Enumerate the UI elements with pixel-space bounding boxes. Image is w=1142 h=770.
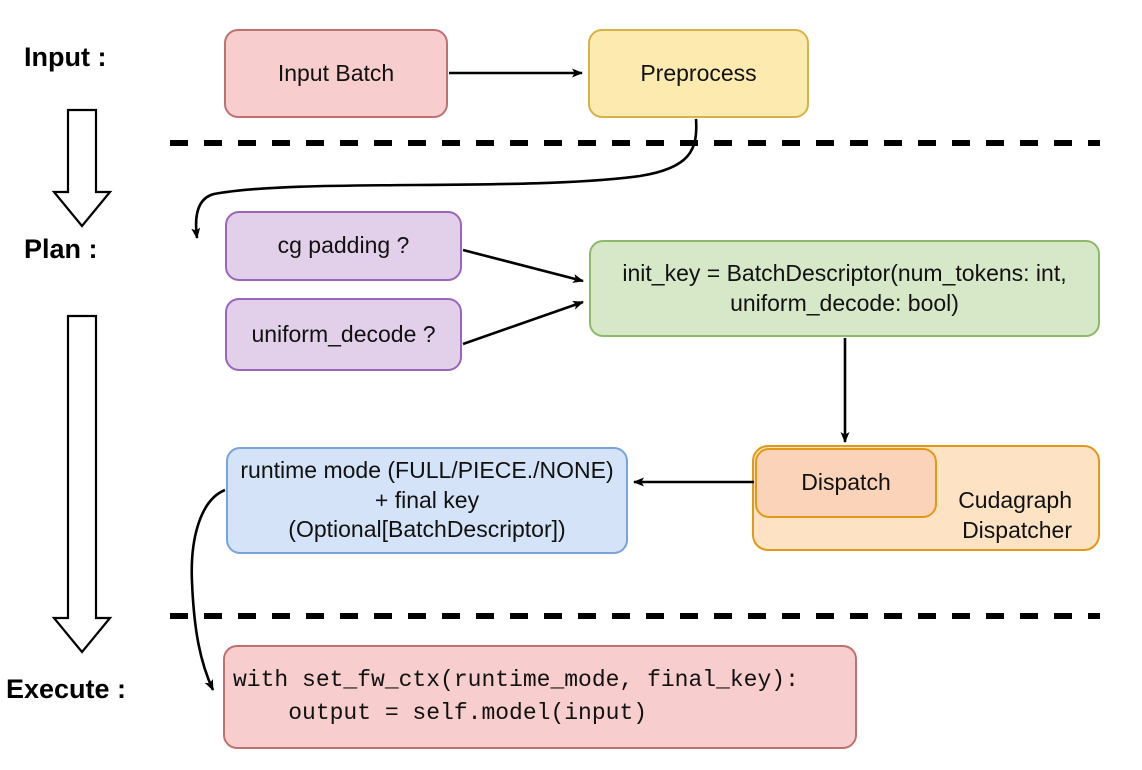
node-execute-code-line1: with set_fw_ctx(runtime_mode, final_key)… xyxy=(233,667,799,694)
stage-label-plan: Plan : xyxy=(24,234,98,264)
node-init-key-line2: uniform_decode: bool) xyxy=(730,289,959,316)
node-execute-code[interactable]: with set_fw_ctx(runtime_mode, final_key)… xyxy=(223,645,857,749)
node-dispatch-label: Dispatch xyxy=(801,469,891,496)
stage-label-execute: Execute : xyxy=(6,674,127,704)
stage-arrow-input-to-plan xyxy=(51,108,113,228)
node-uniform-decode-label: uniform_decode ? xyxy=(251,320,436,347)
edge-cg-padding-to-init-key xyxy=(462,248,584,283)
node-input-batch-label: Input Batch xyxy=(277,59,395,86)
node-preprocess-label: Preprocess xyxy=(640,59,757,86)
edge-uniform-decode-to-init-key xyxy=(462,300,584,346)
node-runtime-mode[interactable]: runtime mode (FULL/PIECE./NONE) + final … xyxy=(226,447,628,554)
node-init-key-line1: init_key = BatchDescriptor(num_tokens: i… xyxy=(622,260,1067,287)
edge-runtime-mode-to-execute-code xyxy=(190,488,226,691)
node-execute-code-line2: output = self.model(input) xyxy=(233,700,648,726)
node-cudagraph-dispatcher-line1: Cudagraph xyxy=(958,487,1072,514)
node-cg-padding[interactable]: cg padding ? xyxy=(225,211,462,281)
node-runtime-mode-line2: + final key (Optional[BatchDescriptor]) xyxy=(288,486,566,543)
node-preprocess[interactable]: Preprocess xyxy=(588,29,809,118)
node-uniform-decode[interactable]: uniform_decode ? xyxy=(225,298,462,371)
stage-arrow-plan-to-execute xyxy=(51,314,113,654)
node-init-key[interactable]: init_key = BatchDescriptor(num_tokens: i… xyxy=(589,240,1100,337)
node-dispatch[interactable]: Dispatch xyxy=(755,448,937,518)
node-cudagraph-dispatcher-line2: Dispatcher xyxy=(962,516,1072,543)
node-input-batch[interactable]: Input Batch xyxy=(224,29,448,118)
stage-label-input: Input : xyxy=(24,42,107,72)
node-runtime-mode-line1: runtime mode (FULL/PIECE./NONE) xyxy=(240,457,614,484)
node-cg-padding-label: cg padding ? xyxy=(277,232,410,259)
